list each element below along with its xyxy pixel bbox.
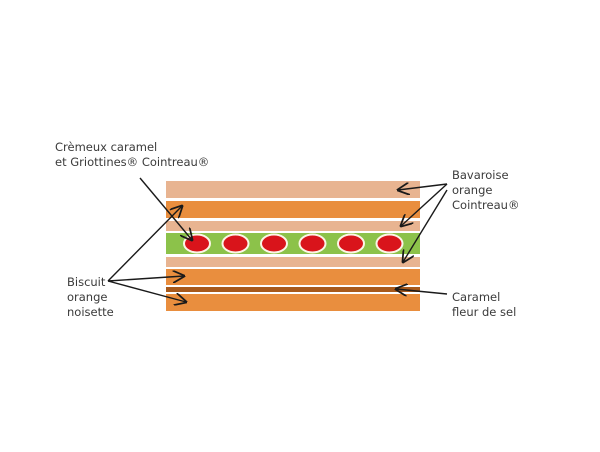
cherry (260, 233, 288, 254)
arrow-bavaroise-middle (401, 183, 448, 226)
arrow-biscuit-bottom (107, 280, 186, 302)
cherry (375, 233, 404, 254)
arrow-caramel (396, 289, 448, 294)
label-cremeux-line2: et Griottines® Cointreau® (55, 155, 210, 169)
label-biscuit-line2: orange (67, 290, 108, 304)
arrow-bavaroise-top (398, 184, 448, 190)
label-bavaroise-line3: Cointreau® (452, 198, 520, 212)
arrow-biscuit-middle (107, 276, 184, 281)
label-cremeux-line1: Crèmeux caramel (55, 140, 158, 154)
label-caramel-line2: fleur de sel (452, 305, 517, 319)
label-caramel: Caramel fleur de sel (452, 290, 516, 320)
layer-biscuit-top (166, 201, 420, 218)
label-biscuit: Biscuit orange noisette (67, 275, 114, 320)
label-biscuit-line3: noisette (67, 305, 114, 319)
cherries (183, 233, 404, 254)
cherry (221, 233, 250, 254)
cherry (298, 233, 327, 254)
cherry (183, 233, 211, 254)
layer-biscuit-middle (166, 269, 420, 285)
layer-biscuit-bottom (166, 294, 420, 311)
label-biscuit-line1: Biscuit (67, 275, 106, 289)
cherry (337, 233, 365, 254)
arrow-biscuit-top (107, 206, 182, 282)
layer-bavaroise-middle (166, 221, 420, 231)
arrow-bavaroise-bottom (403, 189, 448, 262)
arrows (107, 177, 448, 302)
label-caramel-line1: Caramel (452, 290, 501, 304)
arrow-cremeux (139, 177, 192, 240)
layer-bavaroise-bottom (166, 257, 420, 267)
label-cremeux: Crèmeux caramel et Griottines® Cointreau… (55, 140, 209, 170)
label-bavaroise-line2: orange (452, 183, 493, 197)
label-bavaroise: Bavaroise orange Cointreau® (452, 168, 519, 213)
layer-caramel-fleur-de-sel (166, 287, 420, 292)
layer-bavaroise-top (166, 181, 420, 198)
label-bavaroise-line1: Bavaroise (452, 168, 509, 182)
